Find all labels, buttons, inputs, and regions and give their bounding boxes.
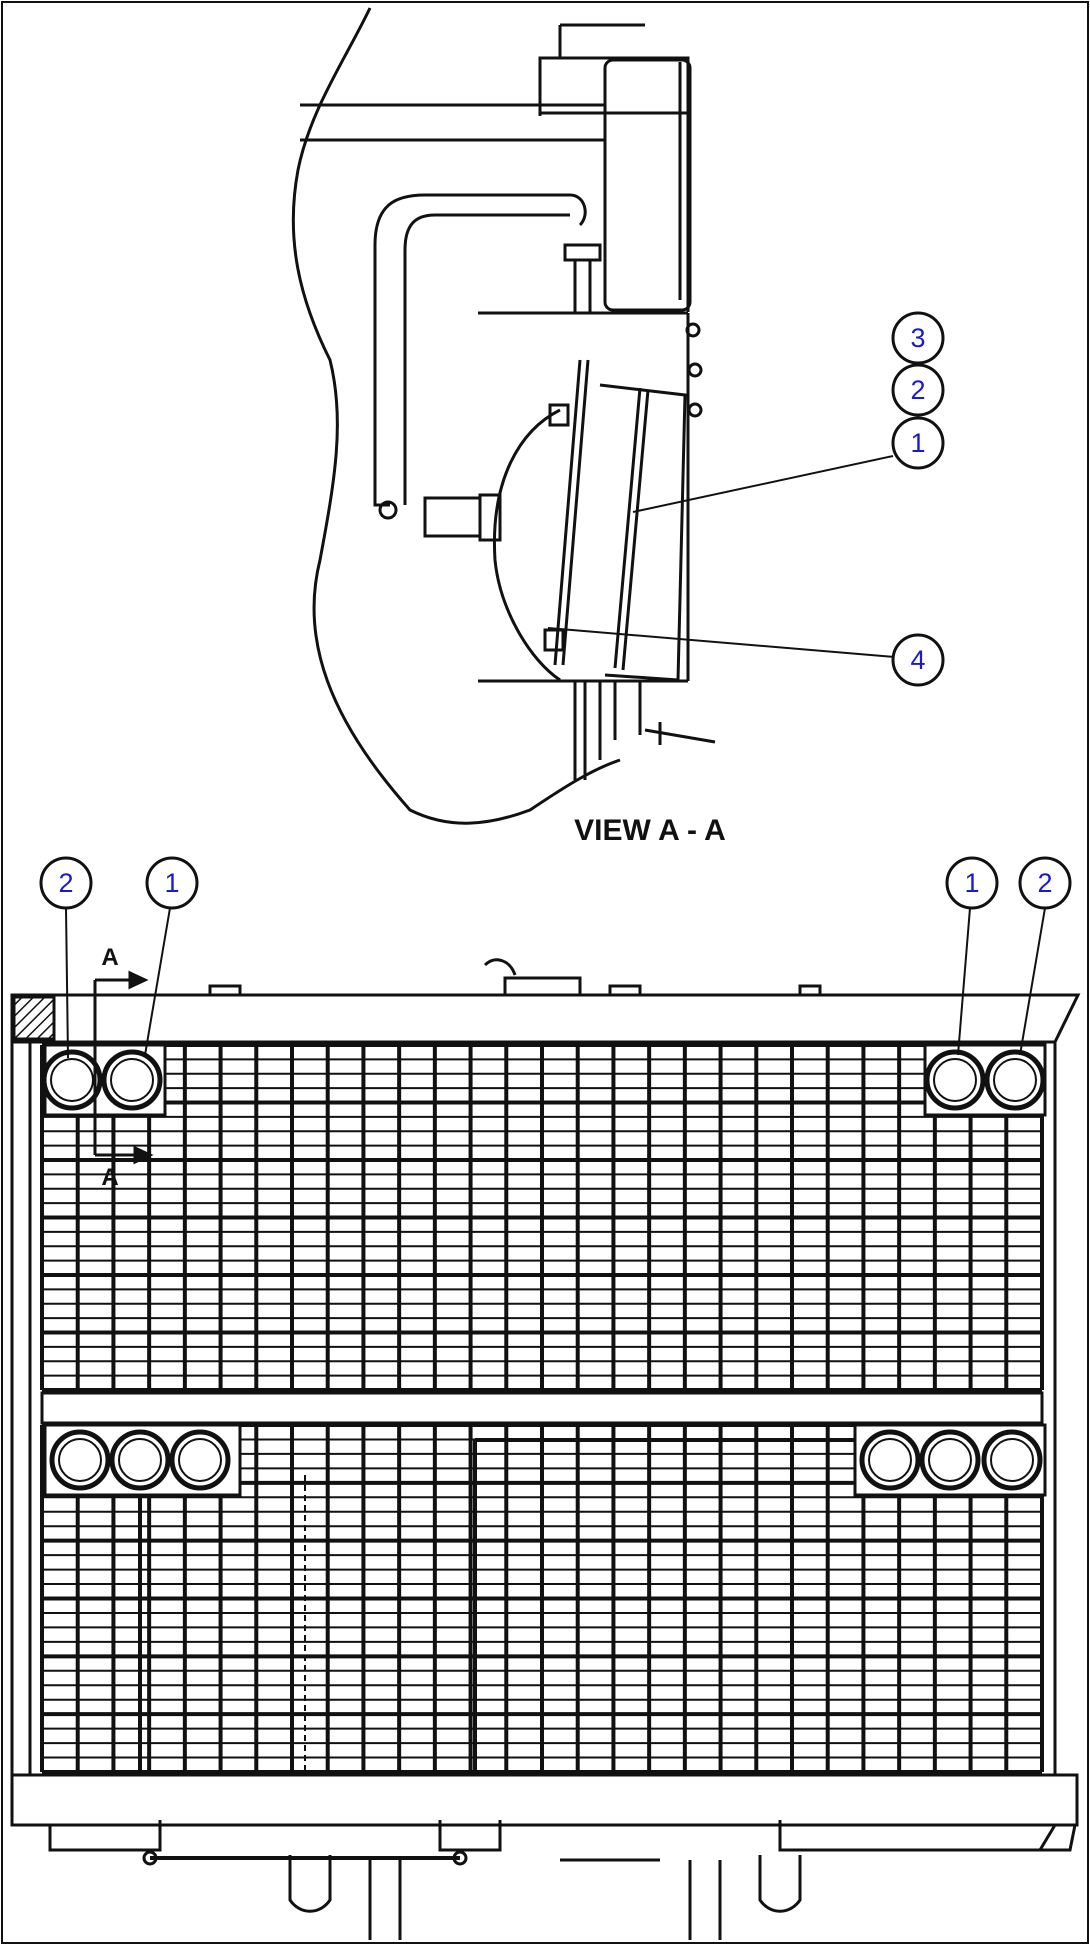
hatched-corner	[12, 995, 56, 1041]
section-letter-bottom: A	[101, 1164, 118, 1191]
upper-bracket	[603, 58, 692, 312]
frame-outline	[291, 7, 621, 825]
detail-view-a-a	[291, 7, 716, 825]
lamp-housing	[492, 408, 561, 682]
callout-main-1-left: 1	[145, 856, 199, 910]
lamp-group-upper-left	[41, 1043, 167, 1117]
detail-leaders	[547, 455, 896, 658]
lamp-group-lower-left	[43, 1423, 242, 1497]
tube	[373, 193, 587, 507]
callout-detail-4: 4	[891, 633, 945, 687]
callout-main-2-left: 2	[39, 856, 93, 910]
section-letter-top: A	[101, 944, 118, 971]
grille-upper	[40, 1043, 1044, 1392]
callout-main-1-right: 1	[945, 856, 999, 910]
svg-text:1: 1	[964, 868, 979, 898]
tube-fitting	[378, 500, 398, 520]
callout-main-2-right: 2	[1018, 856, 1072, 910]
svg-text:3: 3	[910, 323, 925, 353]
callout-detail-2: 2	[891, 363, 945, 417]
callout-detail-3: 3	[891, 311, 945, 365]
callout-detail-1: 1	[891, 416, 945, 470]
middle-bar	[40, 1391, 1044, 1425]
lens	[613, 387, 642, 669]
top-frame	[10, 993, 1081, 1044]
lamp-group-lower-right	[853, 1423, 1047, 1497]
main-view	[10, 958, 1081, 1940]
section-marker-a	[93, 970, 154, 1165]
grille-lower	[40, 1423, 1044, 1774]
svg-text:4: 4	[910, 645, 925, 675]
svg-text:1: 1	[910, 428, 925, 458]
svg-text:2: 2	[1037, 868, 1052, 898]
svg-text:2: 2	[910, 375, 925, 405]
lamp-socket	[423, 496, 482, 538]
svg-text:1: 1	[164, 868, 179, 898]
main-leaders	[65, 907, 1046, 1059]
svg-text:2: 2	[58, 868, 73, 898]
lamp-group-upper-right	[923, 1043, 1047, 1117]
bottom-frame	[10, 1773, 1079, 1827]
view-label: VIEW A - A	[574, 814, 726, 847]
